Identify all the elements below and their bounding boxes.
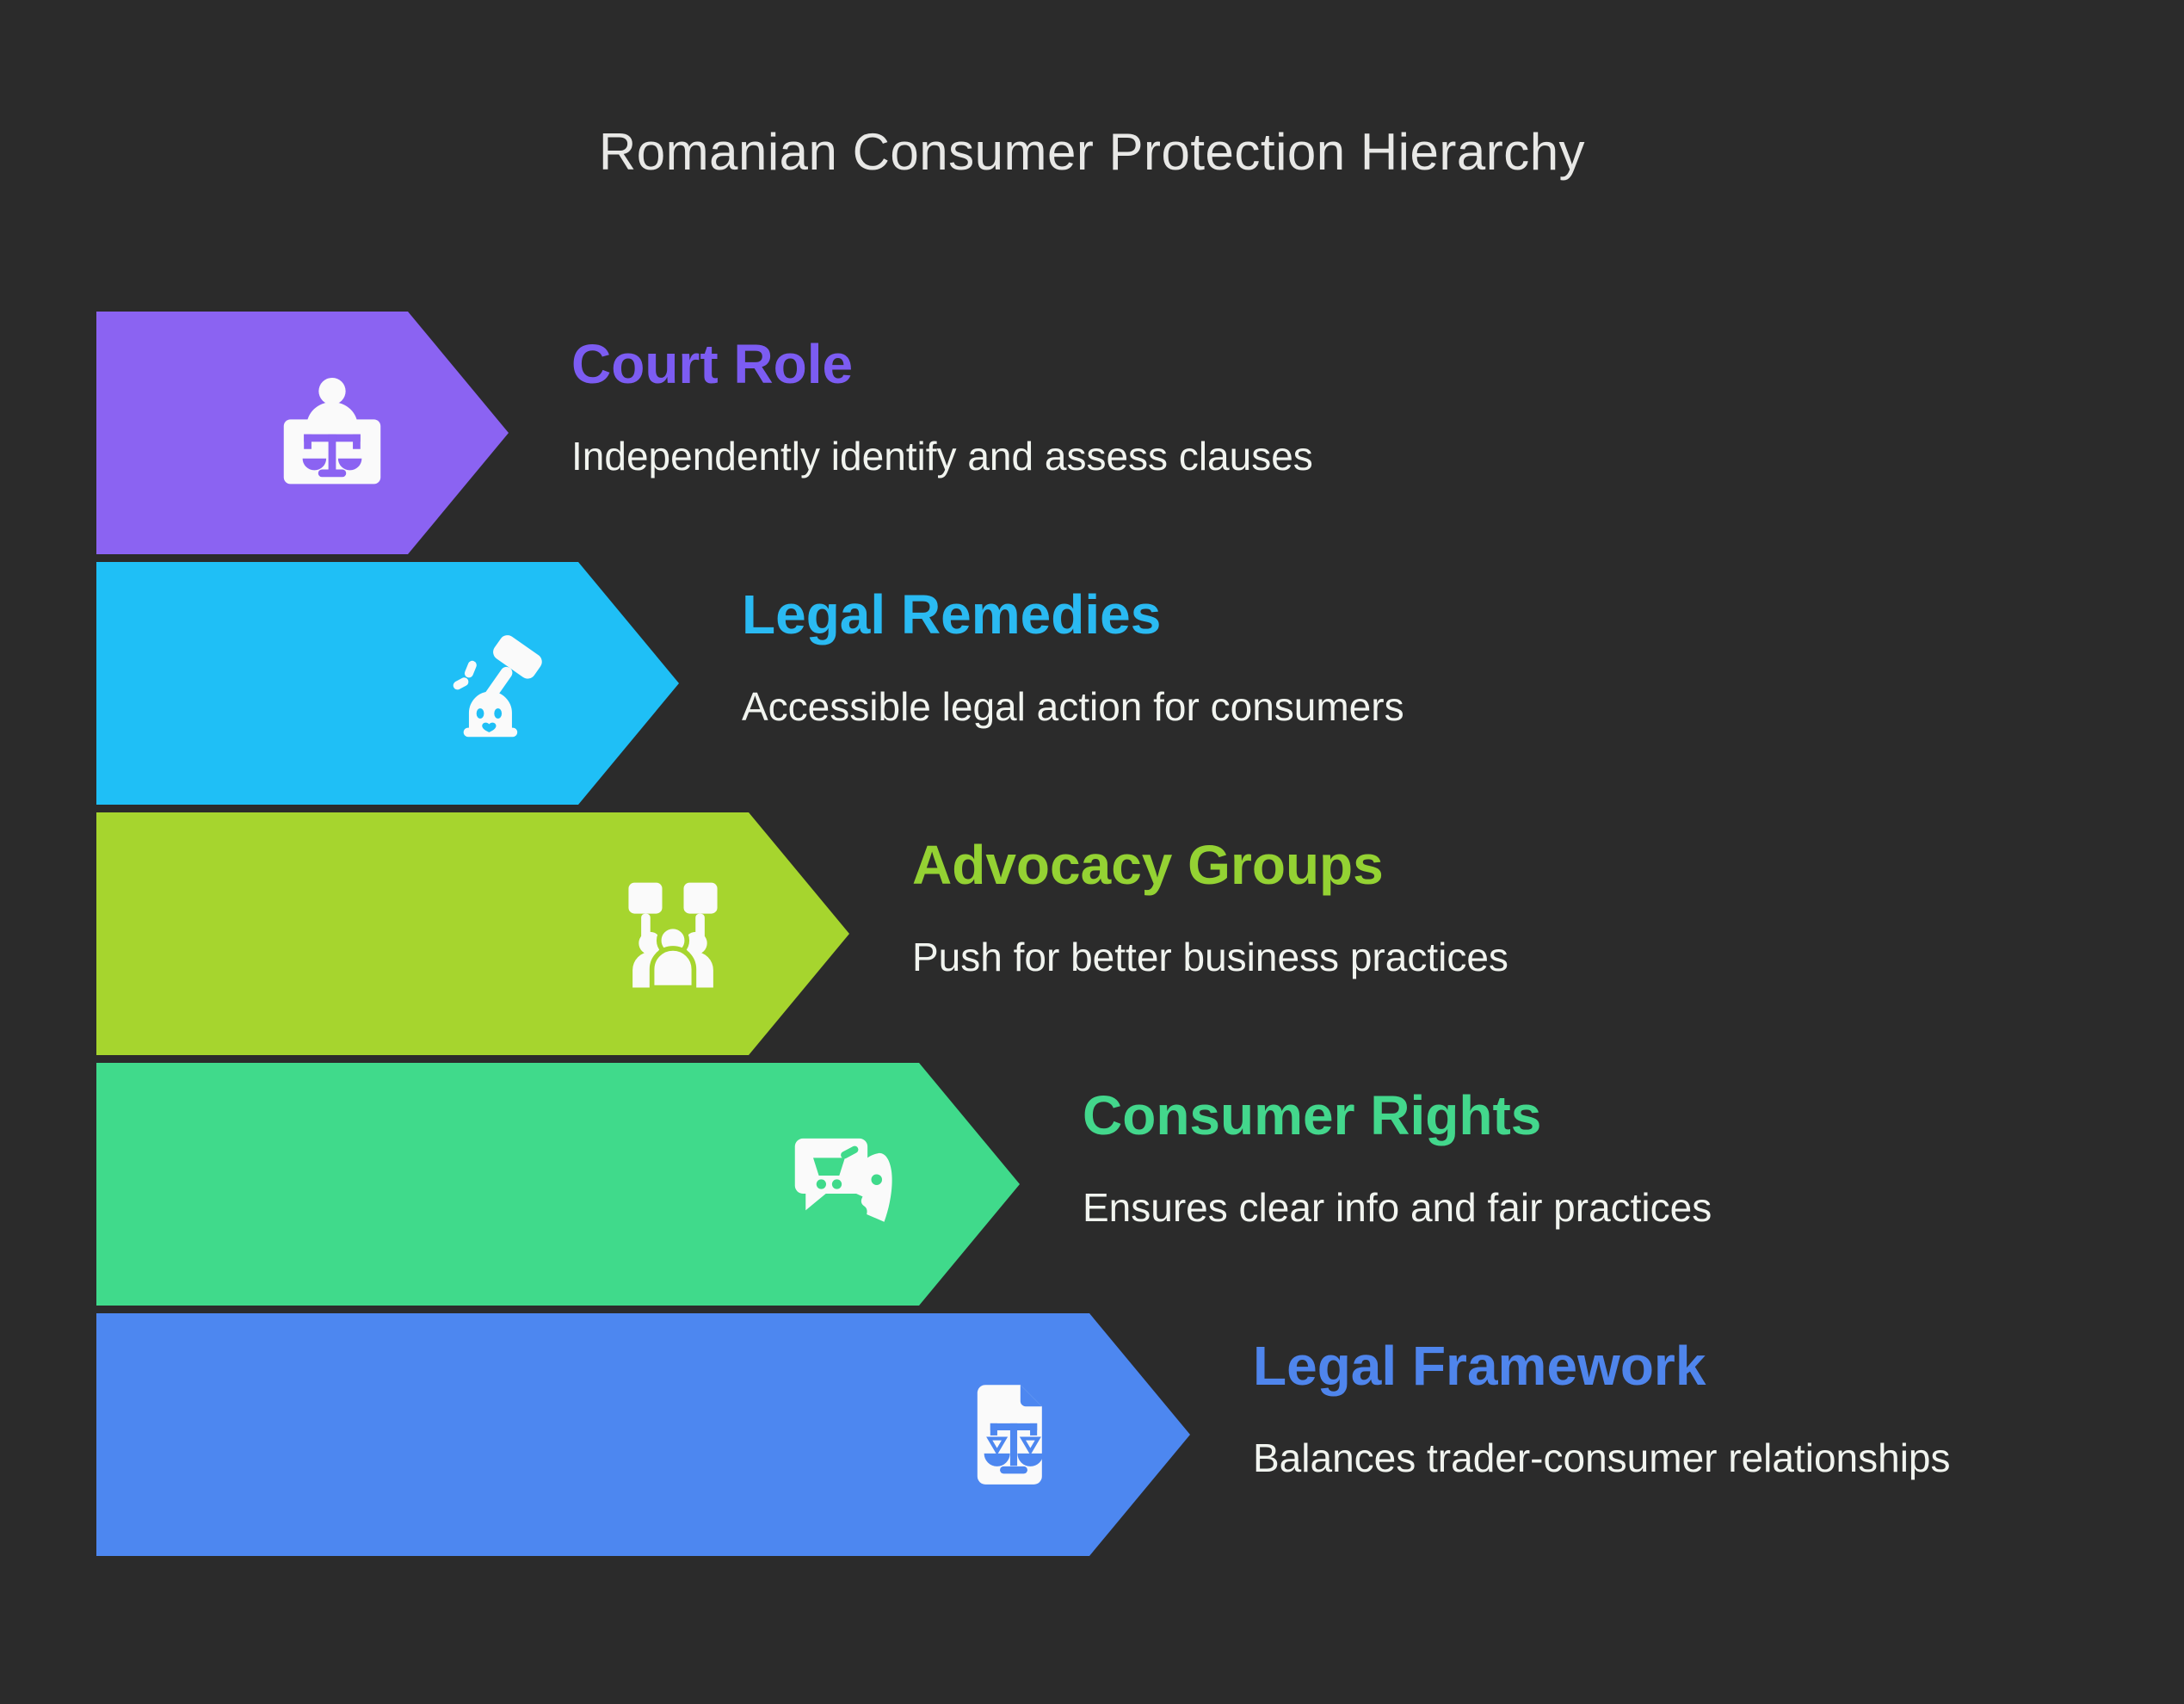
hierarchy-level-court-role: Court Role Independently identify and as… xyxy=(96,312,1313,554)
hierarchy-level-legal-framework: Legal Framework Balances trader-consumer… xyxy=(96,1313,1951,1556)
level-text: Court Role Independently identify and as… xyxy=(571,333,1313,479)
level-description: Push for better business practices xyxy=(912,935,1508,980)
cart-speech-face-icon xyxy=(779,1120,908,1249)
level-bar xyxy=(96,812,849,1055)
level-bar xyxy=(96,562,679,805)
legal-document-scales-icon xyxy=(949,1370,1078,1499)
level-description: Ensures clear info and fair practices xyxy=(1083,1185,1712,1231)
level-text: Legal Remedies Accessible legal action f… xyxy=(742,583,1404,730)
level-heading: Consumer Rights xyxy=(1083,1084,1542,1146)
level-text: Consumer Rights Ensures clear info and f… xyxy=(1083,1084,1712,1231)
level-heading: Advocacy Groups xyxy=(912,834,1384,896)
level-heading: Court Role xyxy=(571,333,854,395)
protest-group-icon xyxy=(608,869,737,998)
level-text: Legal Framework Balances trader-consumer… xyxy=(1253,1337,1951,1480)
level-description: Balances trader-consumer relationships xyxy=(1253,1435,1951,1481)
level-description: Accessible legal action for consumers xyxy=(742,684,1404,730)
level-heading: Legal Remedies xyxy=(742,583,1162,645)
hierarchy-level-advocacy-groups: Advocacy Groups Push for better business… xyxy=(96,812,1508,1055)
level-description: Independently identify and assess clause… xyxy=(571,434,1313,479)
level-heading: Legal Framework xyxy=(1253,1335,1706,1397)
gavel-whack-icon xyxy=(438,619,567,748)
hierarchy-level-consumer-rights: Consumer Rights Ensures clear info and f… xyxy=(96,1063,1712,1306)
judge-bench-icon xyxy=(268,368,397,497)
hierarchy-level-legal-remedies: Legal Remedies Accessible legal action f… xyxy=(96,562,1404,805)
level-text: Advocacy Groups Push for better business… xyxy=(912,834,1508,980)
diagram-title: Romanian Consumer Protection Hierarchy xyxy=(598,123,1586,181)
